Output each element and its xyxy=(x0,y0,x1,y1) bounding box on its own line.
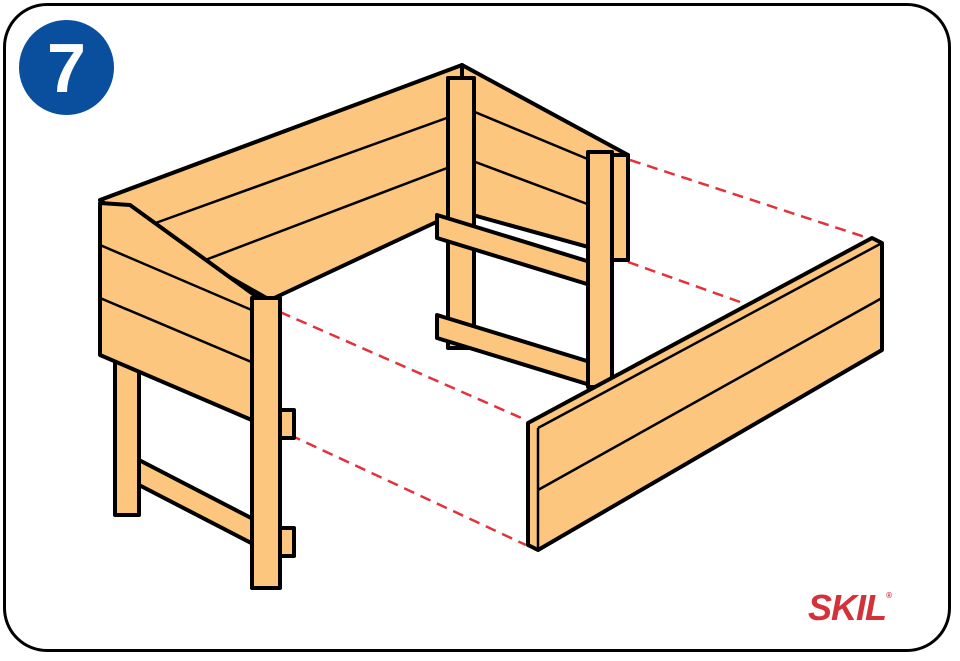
back-left-leg xyxy=(113,353,257,547)
step-number-badge: 7 xyxy=(19,20,114,115)
brand-logo: SKIL® xyxy=(808,587,892,629)
brand-name: SKIL xyxy=(808,587,887,628)
back-right-frame xyxy=(435,76,630,390)
instruction-frame xyxy=(3,3,951,652)
front-left-leg xyxy=(250,296,296,590)
trademark: ® xyxy=(886,591,892,600)
detached-side-panel xyxy=(526,236,884,552)
alignment-guides xyxy=(279,158,869,547)
